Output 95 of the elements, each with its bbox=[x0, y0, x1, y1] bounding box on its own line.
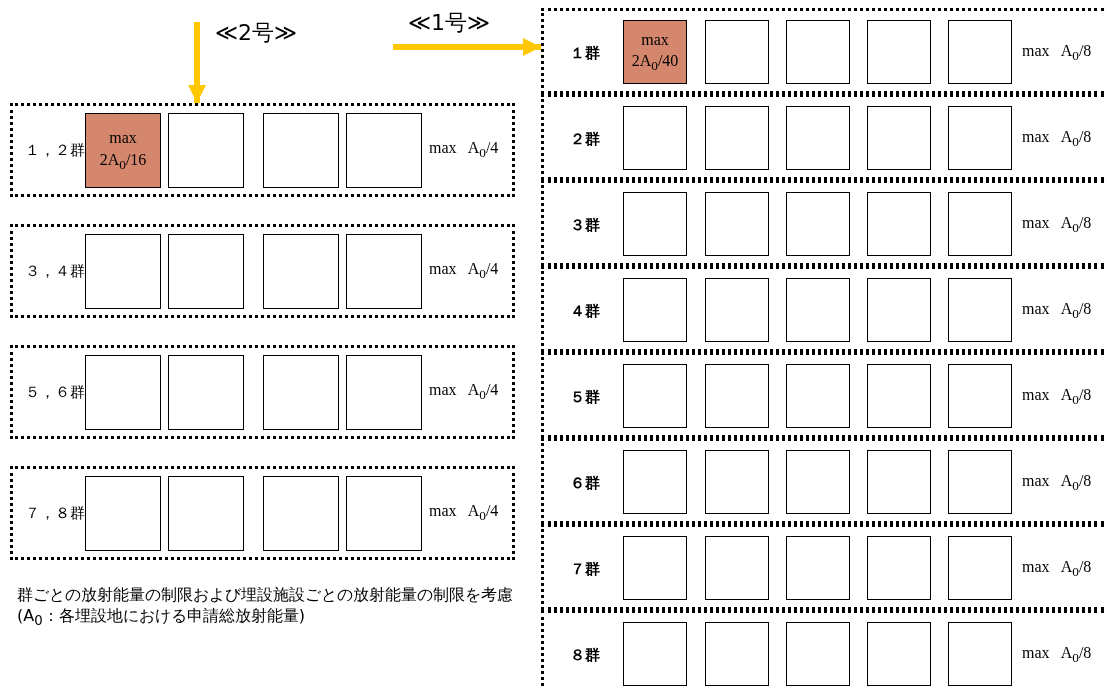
storage-box bbox=[705, 622, 769, 686]
storage-box bbox=[948, 364, 1012, 428]
storage-box bbox=[948, 622, 1012, 686]
storage-box bbox=[168, 113, 244, 188]
storage-box bbox=[705, 106, 769, 170]
limit-label: max A$_{0}$/8 bbox=[1022, 41, 1092, 65]
arrow bbox=[188, 22, 206, 103]
storage-box bbox=[346, 476, 422, 551]
storage-box bbox=[705, 536, 769, 600]
limit-label: max A$_{0}$/8 bbox=[1022, 213, 1092, 237]
storage-box bbox=[948, 278, 1012, 342]
storage-box bbox=[786, 20, 850, 84]
group-label: ６群 bbox=[570, 473, 600, 493]
group-label: １，２群 bbox=[25, 140, 85, 160]
storage-box bbox=[867, 106, 931, 170]
storage-box bbox=[867, 450, 931, 514]
group-label: ３群 bbox=[570, 215, 600, 235]
storage-box bbox=[85, 355, 161, 430]
storage-box bbox=[786, 278, 850, 342]
group-label: ４群 bbox=[570, 301, 600, 321]
group-band bbox=[10, 466, 515, 560]
limit-label: max A$_{0}$/4 bbox=[429, 501, 499, 525]
storage-box bbox=[948, 20, 1012, 84]
group-label: ５群 bbox=[570, 387, 600, 407]
storage-box bbox=[85, 476, 161, 551]
storage-box bbox=[867, 364, 931, 428]
storage-box bbox=[623, 364, 687, 428]
limit-label: max A$_{0}$/8 bbox=[1022, 127, 1092, 151]
group-band bbox=[541, 610, 1104, 689]
group-band bbox=[541, 180, 1104, 266]
storage-box bbox=[948, 536, 1012, 600]
storage-box bbox=[346, 113, 422, 188]
storage-box bbox=[623, 278, 687, 342]
storage-box bbox=[948, 192, 1012, 256]
storage-box bbox=[85, 234, 161, 309]
storage-box bbox=[263, 234, 339, 309]
limit-label: max A$_{0}$/8 bbox=[1022, 299, 1092, 323]
group-label: ３，４群 bbox=[25, 261, 85, 281]
storage-box: max 2A$_{0}$/16 bbox=[85, 113, 161, 188]
group-label: ８群 bbox=[570, 645, 600, 665]
storage-box bbox=[263, 476, 339, 551]
storage-box bbox=[623, 106, 687, 170]
limit-label: max A$_{0}$/8 bbox=[1022, 557, 1092, 581]
storage-box bbox=[346, 355, 422, 430]
storage-box bbox=[948, 450, 1012, 514]
storage-box bbox=[705, 450, 769, 514]
group-label: ７群 bbox=[570, 559, 600, 579]
limit-label: max A$_{0}$/4 bbox=[429, 380, 499, 404]
storage-box: max 2A$_{0}$/40 bbox=[623, 20, 687, 84]
group-band bbox=[541, 266, 1104, 352]
storage-box bbox=[705, 278, 769, 342]
storage-box bbox=[786, 106, 850, 170]
storage-box bbox=[168, 355, 244, 430]
storage-box bbox=[786, 364, 850, 428]
group-label: ７，８群 bbox=[25, 503, 85, 523]
storage-box bbox=[786, 536, 850, 600]
storage-box bbox=[867, 20, 931, 84]
group-band bbox=[541, 352, 1104, 438]
storage-box bbox=[623, 450, 687, 514]
group-band bbox=[541, 524, 1104, 610]
group-band bbox=[541, 94, 1104, 180]
storage-box bbox=[623, 192, 687, 256]
limit-label: max A$_{0}$/4 bbox=[429, 138, 499, 162]
group-label: １群 bbox=[570, 43, 600, 63]
limit-label: max A$_{0}$/8 bbox=[1022, 471, 1092, 495]
group-band bbox=[10, 224, 515, 318]
storage-box bbox=[705, 192, 769, 256]
storage-box bbox=[786, 622, 850, 686]
storage-box bbox=[346, 234, 422, 309]
limit-label: max A$_{0}$/8 bbox=[1022, 385, 1092, 409]
storage-box bbox=[867, 536, 931, 600]
storage-box bbox=[263, 113, 339, 188]
arrow bbox=[393, 38, 541, 56]
storage-box bbox=[948, 106, 1012, 170]
storage-box bbox=[263, 355, 339, 430]
group-band bbox=[10, 345, 515, 439]
storage-box bbox=[867, 192, 931, 256]
storage-box bbox=[623, 622, 687, 686]
storage-box bbox=[786, 450, 850, 514]
group-band bbox=[10, 103, 515, 197]
storage-box bbox=[705, 364, 769, 428]
group-band bbox=[541, 8, 1104, 94]
storage-box bbox=[705, 20, 769, 84]
storage-box bbox=[867, 622, 931, 686]
storage-box bbox=[168, 234, 244, 309]
storage-box bbox=[867, 278, 931, 342]
storage-box bbox=[786, 192, 850, 256]
group-band bbox=[541, 438, 1104, 524]
group-label: ２群 bbox=[570, 129, 600, 149]
group-label: ５，６群 bbox=[25, 382, 85, 402]
caption: 群ごとの放射能量の制限および埋設施設ごとの放射能量の制限を考慮 (A$_{0}$：各埋設地における申請総放射能量) bbox=[17, 585, 514, 630]
storage-box bbox=[623, 536, 687, 600]
limit-label: max A$_{0}$/4 bbox=[429, 259, 499, 283]
storage-box bbox=[168, 476, 244, 551]
limit-label: max A$_{0}$/8 bbox=[1022, 643, 1092, 667]
